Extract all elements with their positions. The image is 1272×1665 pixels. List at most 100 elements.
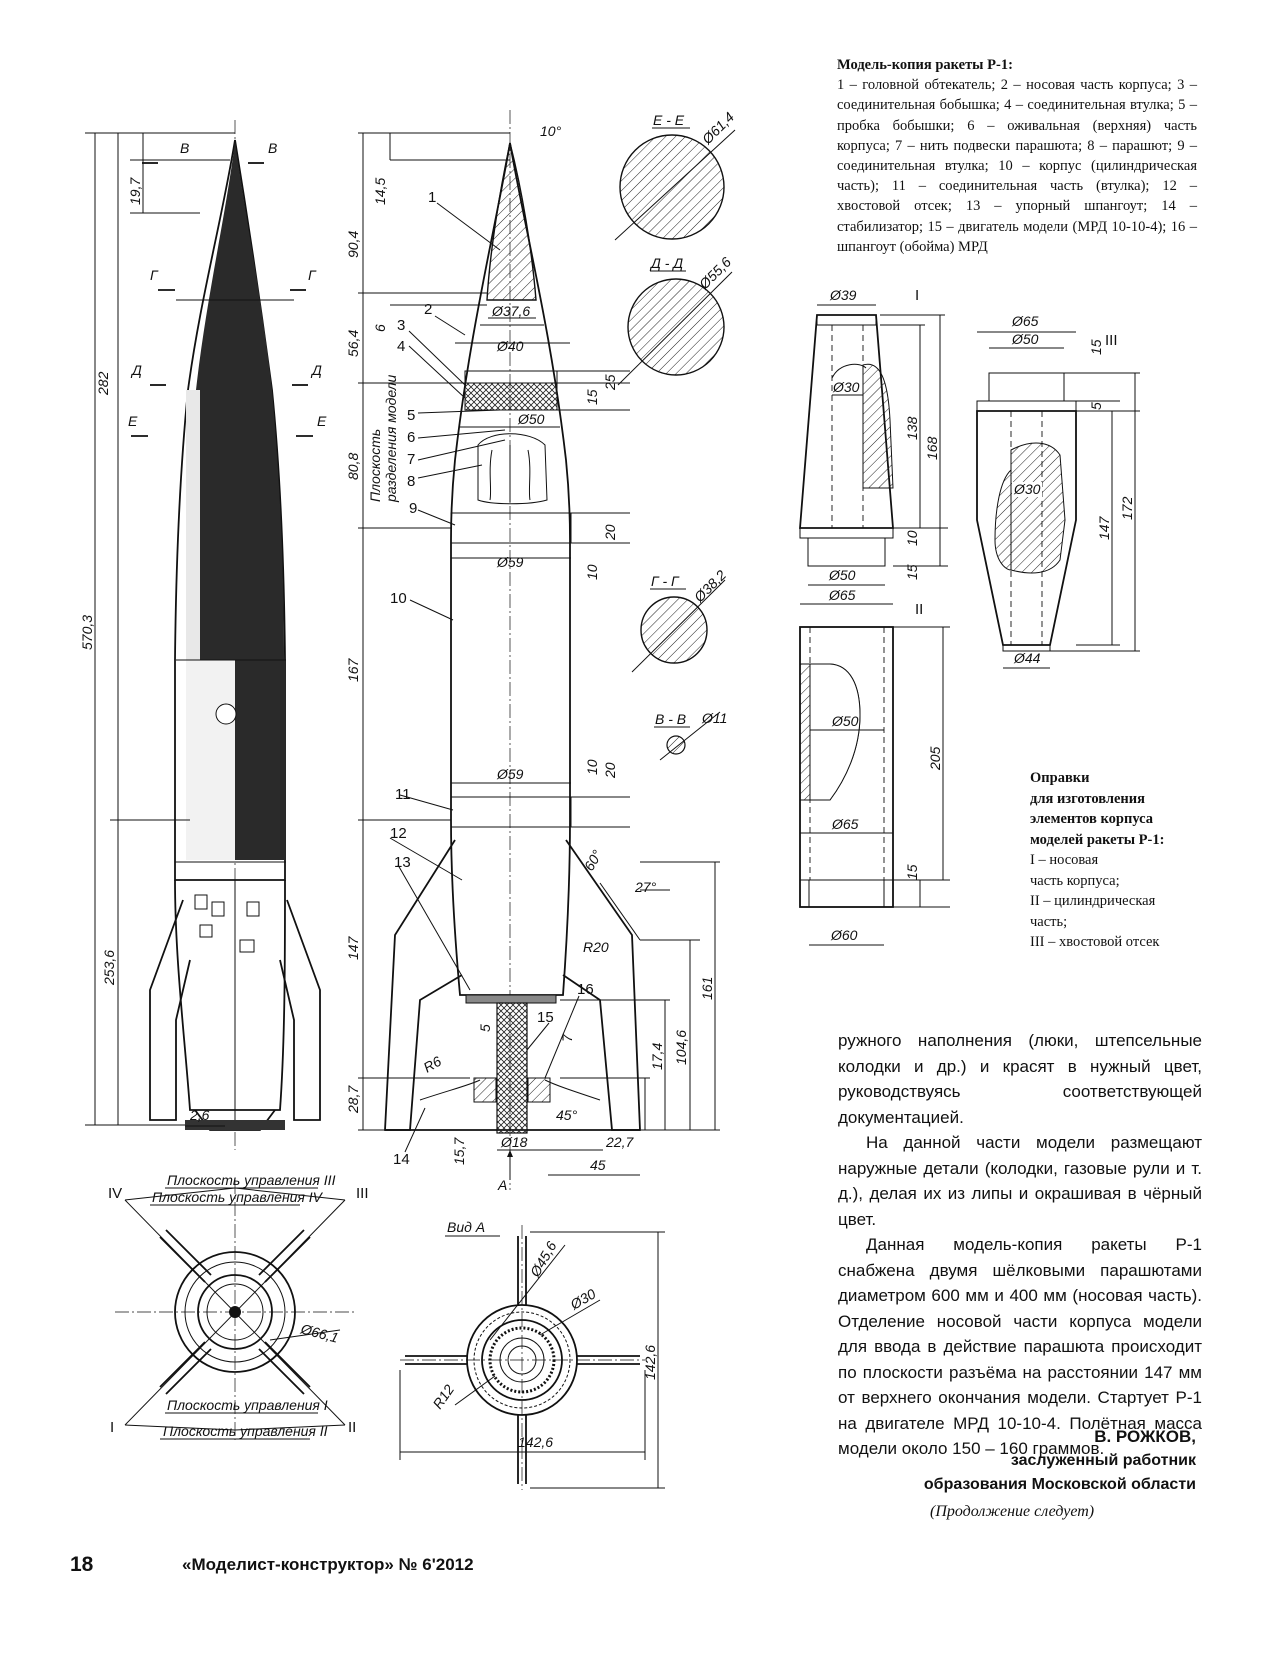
plane-ii-label: Плоскость управления II (163, 1423, 328, 1439)
dim-45-deg: 45° (556, 1107, 578, 1123)
mandrel-2-15: 15 (904, 864, 920, 880)
dim-20-bottom: 20 (602, 762, 618, 779)
dim-10-deg: 10° (540, 123, 562, 139)
mandrel-3-15: 15 (1088, 339, 1104, 355)
view-a-r12: R12 (429, 1381, 457, 1411)
section-view-rocket: Плоскость разделения модели 90,4 14,5 56… (345, 110, 720, 1193)
part-number-leaders (389, 202, 580, 1153)
mandrel-1-d30: Ø30 (832, 379, 860, 395)
view-a-title: Вид А (447, 1219, 485, 1235)
mandrel-2-d50: Ø50 (831, 713, 859, 729)
mandrel-3-172: 172 (1119, 496, 1135, 520)
author-signature: В. РОЖКОВ, заслуженный работник образова… (924, 1425, 1196, 1497)
mandrel-2-d60: Ø60 (830, 927, 858, 943)
article-paragraph: ружного наполнения (люки, штепсельные ко… (838, 1031, 1202, 1127)
section-mark-d-left: Д (130, 362, 142, 378)
part-6: 6 (407, 429, 415, 446)
dim-7: 7 (559, 1033, 575, 1042)
part-12: 12 (390, 825, 407, 842)
dim-17-4: 17,4 (649, 1043, 665, 1070)
plane-i-label: Плоскость управления I (167, 1397, 328, 1413)
author-title-line2: образования Московской области (923, 1476, 1196, 1493)
side-view-rocket: В В Г Г Д Д Е Е 19,7 282 570,3 253,6 2,6 (79, 120, 327, 1150)
caption-title: Модель-копия ракеты Р-1: (837, 57, 1013, 73)
figure-caption: Модель-копия ракеты Р-1: 1 – головной об… (837, 55, 1197, 257)
part-2: 2 (424, 301, 432, 318)
dim-570-3: 570,3 (79, 615, 95, 650)
dim-d59-top: Ø59 (496, 554, 524, 570)
part-16: 16 (577, 981, 594, 998)
mandrel-1-d65: Ø65 (828, 587, 856, 603)
dim-60-deg: 60° (581, 847, 606, 874)
part-9: 9 (409, 500, 417, 517)
plane-iv-label: Плоскость управления IV (152, 1189, 324, 1205)
mandrel-1-15: 15 (904, 564, 920, 580)
dim-6: 6 (372, 324, 388, 332)
section-mark-v-right: В (268, 140, 277, 156)
dim-80-8: 80,8 (345, 453, 361, 480)
mandrel-1-168: 168 (924, 436, 940, 460)
mandrel-item: часть корпуса; (1030, 872, 1120, 889)
dim-r20: R20 (583, 939, 609, 955)
section-mark-g-right: Г (308, 267, 317, 283)
dim-147: 147 (345, 935, 361, 960)
section-e-title: Е - Е (653, 112, 685, 128)
view-a-d30: Ø30 (567, 1285, 599, 1313)
section-mark-d-right: Д (310, 362, 322, 378)
section-g-dia: Ø38,2 (690, 567, 729, 606)
part-13: 13 (394, 854, 411, 871)
mandrel-1-138: 138 (904, 416, 920, 440)
dim-d37-6: Ø37,6 (491, 303, 530, 319)
dim-90-4: 90,4 (345, 231, 361, 258)
mandrel-2-d65: Ø65 (831, 816, 859, 832)
mandrel-1: I Ø39 Ø30 138 168 10 15 Ø50 Ø65 (799, 287, 948, 605)
part-11: 11 (395, 786, 411, 803)
dim-10-bottom: 10 (584, 759, 600, 775)
section-marks: В В Г Г Д Д Е Е (128, 140, 327, 437)
roman-ii: II (348, 1419, 356, 1436)
roman-iv: IV (108, 1185, 122, 1202)
dim-28-7: 28,7 (345, 1085, 361, 1114)
section-mark-g-left: Г (150, 267, 159, 283)
view-a-142-6-horizontal: 142,6 (518, 1434, 553, 1450)
mandrel-1-label: I (915, 287, 919, 304)
dim-27-deg: 27° (634, 879, 657, 895)
mandrel-item: II – цилиндрическая (1030, 893, 1156, 909)
mandrel-3-d44: Ø44 (1013, 650, 1041, 666)
cross-sections: Е - Е Ø61,4 Д - Д Ø55,6 Г - Г Ø38,2 В - … (614, 109, 737, 761)
mandrel-3-d50: Ø50 (1011, 331, 1039, 347)
mandrel-item: III – хвостовой отсек (1030, 934, 1160, 950)
article-paragraph: Данная модель-копия ракеты Р-1 снабжена … (838, 1235, 1202, 1458)
mandrel-3-147: 147 (1096, 515, 1112, 540)
section-g-title: Г - Г (651, 573, 680, 589)
caption-text: 1 – головной обтекатель; 2 – носовая час… (837, 77, 1197, 255)
article-paragraph: На данной части модели размещают наружны… (838, 1133, 1202, 1229)
dim-2-6: 2,6 (189, 1107, 210, 1123)
roman-iii: III (356, 1185, 369, 1202)
roman-i: I (110, 1419, 114, 1436)
section-e-dia: Ø61,4 (698, 109, 737, 148)
section-mark-e-left: Е (128, 413, 138, 429)
part-4: 4 (397, 338, 405, 355)
section-mark-v-left: В (180, 140, 189, 156)
dim-161: 161 (699, 977, 715, 1000)
dim-d59-bottom: Ø59 (496, 766, 524, 782)
view-a-142-6-vertical: 142,6 (642, 1345, 658, 1380)
mandrel-legend: Оправки для изготовления элементов корпу… (1030, 768, 1205, 953)
dim-15-7: 15,7 (451, 1137, 467, 1165)
mandrel-2: II Ø50 Ø65 205 15 Ø60 (799, 601, 950, 946)
section-mark-e-right: Е (317, 413, 327, 429)
dim-20-top: 20 (602, 524, 618, 541)
part-15: 15 (537, 1009, 554, 1026)
dim-5: 5 (477, 1024, 493, 1032)
magazine-issue: «Моделист-конструктор» № 6'2012 (182, 1555, 474, 1574)
mandrel-3: III Ø30 Ø65 Ø50 15 5 147 172 Ø44 (976, 313, 1140, 669)
dim-d40: Ø40 (496, 338, 524, 354)
section-d-title: Д - Д (649, 255, 683, 271)
dim-r6: R6 (421, 1053, 445, 1076)
dim-282: 282 (95, 371, 111, 396)
dim-167: 167 (345, 657, 361, 682)
part-8: 8 (407, 473, 415, 490)
part-14: 14 (393, 1151, 410, 1168)
